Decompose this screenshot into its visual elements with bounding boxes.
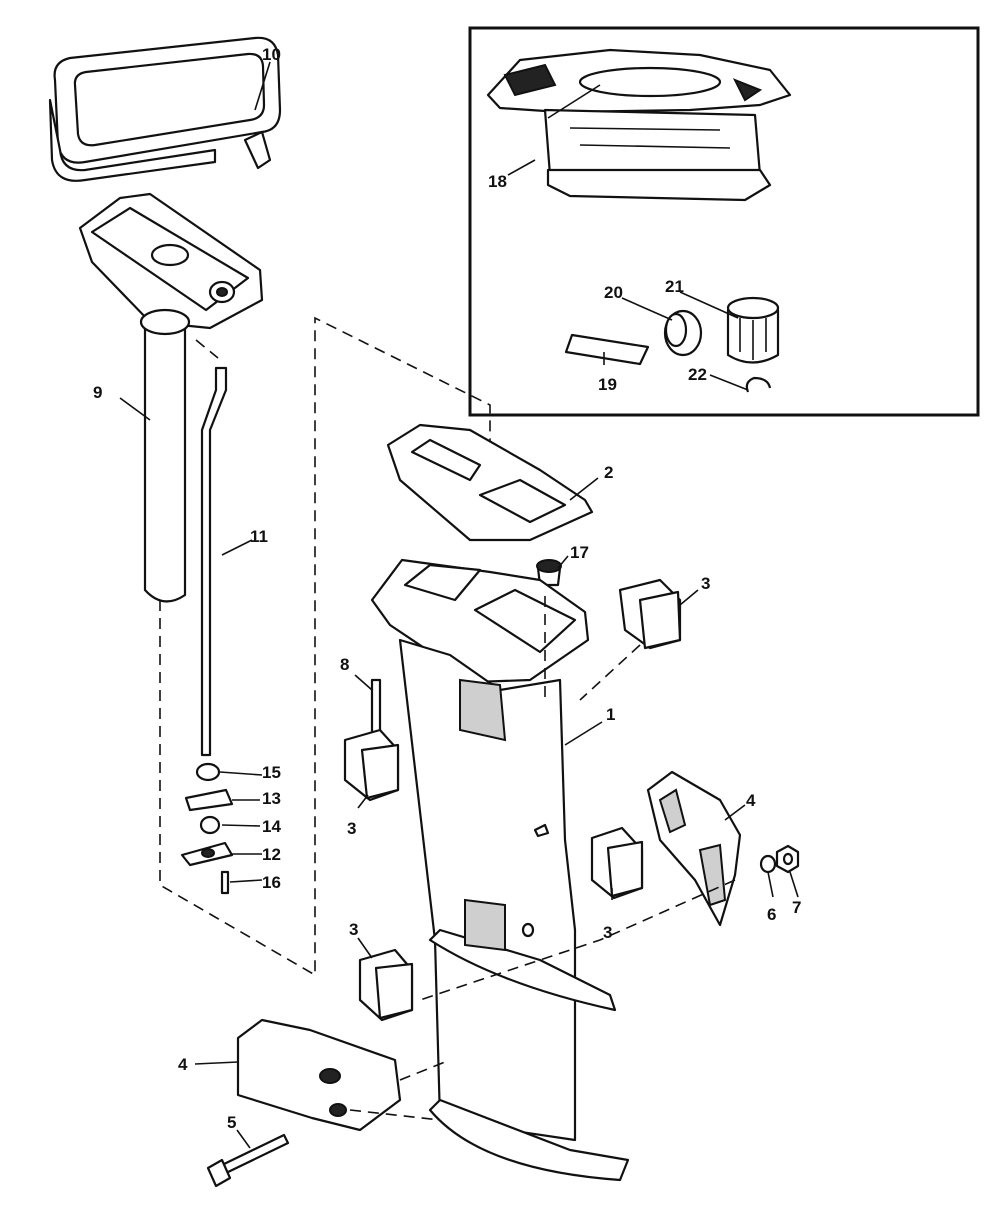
- callout-22: 22: [688, 365, 707, 384]
- callout-2: 2: [604, 463, 613, 482]
- part-3-mount-upper-right: [618, 578, 682, 650]
- part-20-seal: [663, 309, 703, 357]
- callout-15: 15: [262, 763, 281, 782]
- part-14-bushing: [199, 815, 221, 835]
- callout-13: 13: [262, 789, 281, 808]
- callout-3-left: 3: [347, 819, 356, 838]
- callout-4-right: 4: [746, 791, 756, 810]
- callout-3-bottom-left: 3: [349, 920, 358, 939]
- callout-9: 9: [93, 383, 102, 402]
- callout-10: 10: [262, 45, 281, 64]
- part-4-bracket-right: [646, 770, 742, 927]
- callout-16: 16: [262, 873, 281, 892]
- callout-21: 21: [665, 277, 684, 296]
- callout-17: 17: [570, 543, 589, 562]
- part-15-bushing: [195, 762, 221, 782]
- alignment-line-right: [349, 596, 736, 1121]
- part-3-mount-left: [343, 728, 400, 802]
- callout-12: 12: [262, 845, 281, 864]
- part-22-retaining-ring: [745, 376, 772, 393]
- part-5-bolt: [206, 1133, 290, 1188]
- part-3-mount-bottom-left: [358, 948, 414, 1022]
- part-13-plate: [184, 788, 234, 812]
- callout-3-lower-right: 3: [603, 923, 612, 942]
- part-6-washer: [759, 854, 777, 874]
- part-1-drive-shaft-housing: [370, 558, 630, 1182]
- callout-6: 6: [767, 905, 776, 924]
- callout-1: 1: [606, 705, 615, 724]
- part-19-strip: [564, 333, 650, 366]
- callout-19: 19: [598, 375, 617, 394]
- callout-14: 14: [262, 817, 281, 836]
- leader-lines: [119, 61, 799, 1149]
- callout-11: 11: [250, 527, 268, 546]
- part-10-seal-ring: [48, 36, 282, 182]
- callout-20: 20: [604, 283, 623, 302]
- callout-5: 5: [227, 1113, 236, 1132]
- part-7-nut: [775, 844, 800, 874]
- callout-18: 18: [488, 172, 507, 191]
- part-2-gasket: [386, 423, 594, 542]
- part-18-adapter-housing: [486, 48, 792, 202]
- part-21-grommet: [726, 296, 780, 364]
- callout-8: 8: [340, 655, 349, 674]
- part-12-plate: [180, 841, 234, 867]
- callout-7: 7: [792, 898, 801, 917]
- alignment-line-left: [159, 316, 491, 977]
- part-16-screw: [220, 870, 230, 895]
- part-4-bracket-bottom: [236, 1018, 402, 1132]
- callout-3-upper-right: 3: [701, 574, 710, 593]
- part-3-mount-lower-right: [590, 826, 644, 900]
- part-9-tube-assembly: [78, 192, 264, 603]
- callout-4-bottom: 4: [178, 1055, 188, 1074]
- part-11-rod: [200, 366, 228, 757]
- inset-frame: [468, 26, 980, 417]
